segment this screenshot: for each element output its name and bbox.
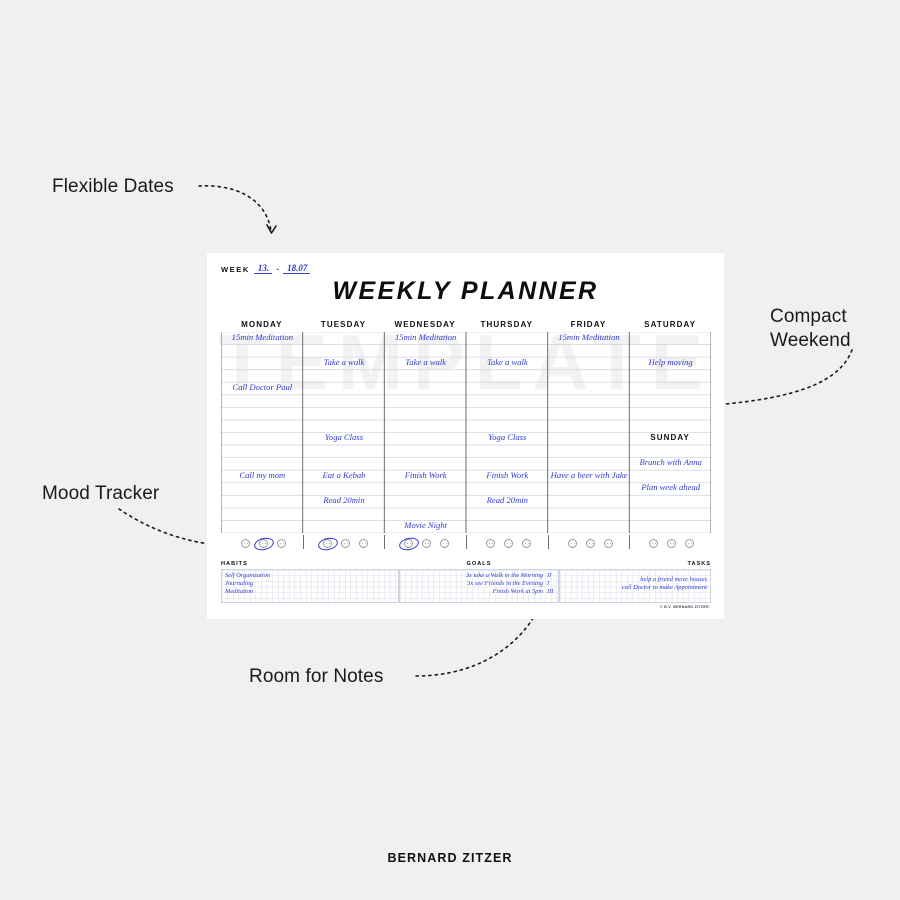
mood-face-friday-2[interactable] xyxy=(603,539,613,548)
tasks-grid[interactable] xyxy=(559,569,711,603)
mood-separator xyxy=(384,535,386,549)
entry-saturday-0[interactable]: Help moving xyxy=(648,356,693,367)
copyright-text: © B.V. BERNARD ZITZER xyxy=(659,605,709,609)
mood-group-wednesday xyxy=(398,535,450,553)
mood-face-thursday-0[interactable] xyxy=(485,539,495,548)
day-header-wednesday: WEDNESDAY xyxy=(394,320,456,329)
footer-brand: BERNARD ZITZER xyxy=(387,851,513,865)
entry-thursday-1[interactable]: Yoga Class xyxy=(488,432,527,442)
goal-item-0[interactable]: 3x take a Walk in the Morning xyxy=(465,572,543,579)
day-header-sunday: SUNDAY xyxy=(650,433,690,442)
entry-sunday-0[interactable]: Brunch with Anna xyxy=(639,457,702,468)
day-header-tuesday: TUESDAY xyxy=(320,320,367,329)
mood-separator xyxy=(302,535,304,549)
entry-friday-0[interactable]: 15min Meditation xyxy=(558,331,620,342)
week-start-field[interactable]: 13. xyxy=(253,263,273,274)
day-header-friday: FRIDAY xyxy=(570,320,607,329)
habit-item-1[interactable]: Journaling xyxy=(225,580,254,588)
entry-thursday-0[interactable]: Take a walk xyxy=(486,356,528,367)
mood-face-tuesday-0[interactable] xyxy=(322,539,332,548)
mood-group-tuesday xyxy=(316,535,368,553)
mood-group-friday xyxy=(567,539,613,548)
annotation-flexible-dates: Flexible Dates xyxy=(52,176,174,197)
week-date-row: WEEK 13. - 18.07 xyxy=(221,263,311,274)
weekly-planner-sheet: TEMPLATE WEEK 13. - 18.07 WEEKLY PLANNER… xyxy=(207,253,724,619)
mood-face-thursday-2[interactable] xyxy=(521,539,531,548)
goal-tally-1[interactable]: I xyxy=(547,580,550,588)
mood-face-tuesday-2[interactable] xyxy=(358,539,368,548)
mood-face-monday-2[interactable] xyxy=(276,539,286,548)
grid-ruled-lines xyxy=(221,332,711,533)
entry-monday-0[interactable]: 15min Meditation xyxy=(231,331,293,342)
day-header-thursday: THURSDAY xyxy=(480,320,534,329)
task-item-1[interactable]: call Doctor to make Appointment xyxy=(621,584,707,592)
habit-item-0[interactable]: Self Organization xyxy=(225,572,271,579)
entry-wednesday-2[interactable]: Finish Work xyxy=(404,469,447,480)
mood-face-wednesday-0[interactable] xyxy=(404,539,414,548)
entry-friday-1[interactable]: Have a beer with Jake xyxy=(550,469,628,480)
tasks-title: TASKS xyxy=(687,561,711,567)
goals-title: GOALS xyxy=(466,561,492,567)
annotation-compact-weekend: Compact Weekend xyxy=(770,306,851,352)
entry-monday-2[interactable]: Call my mom xyxy=(239,469,286,480)
mood-group-saturday xyxy=(649,539,695,548)
entry-tuesday-3[interactable]: Read 20min xyxy=(323,494,365,505)
mood-face-saturday-2[interactable] xyxy=(685,539,695,548)
day-headers-row: MONDAY TUESDAY WEDNESDAY THURSDAY FRIDAY SATU… xyxy=(221,320,711,329)
entry-tuesday-0[interactable]: Take a walk xyxy=(323,356,365,367)
day-header-saturday: SATURDAY xyxy=(644,320,697,329)
mood-face-monday-1[interactable] xyxy=(258,539,268,548)
mood-face-tuesday-1[interactable] xyxy=(340,539,350,548)
mood-separator xyxy=(547,535,549,549)
arrow-compact-weekend xyxy=(713,349,853,406)
mood-group-thursday xyxy=(485,539,531,548)
goal-item-2[interactable]: Finish Work at 5pm xyxy=(492,588,543,596)
mood-separator xyxy=(629,535,631,549)
mood-face-wednesday-1[interactable] xyxy=(422,539,432,548)
mood-separator xyxy=(466,535,467,549)
goal-tally-0[interactable]: II xyxy=(547,572,552,579)
mood-face-thursday-1[interactable] xyxy=(503,539,513,548)
mood-face-saturday-1[interactable] xyxy=(667,539,677,548)
entry-wednesday-1[interactable]: Take a walk xyxy=(405,356,447,367)
day-header-monday: MONDAY xyxy=(241,320,283,329)
mood-face-saturday-0[interactable] xyxy=(649,539,659,548)
entry-tuesday-1[interactable]: Yoga Class xyxy=(324,432,364,442)
goal-item-1[interactable]: 3x see Friends in the Evening xyxy=(467,580,543,588)
goals-grid[interactable] xyxy=(399,569,559,603)
entry-monday-1[interactable]: Call Doctor Paul xyxy=(232,381,293,392)
week-end-field[interactable]: 18.07 xyxy=(283,263,311,274)
mood-tracker-row xyxy=(221,535,711,555)
mood-face-friday-0[interactable] xyxy=(567,539,577,548)
bottom-sections: HABITS GOALS TASKS © B.V. BERNARD ZITZER… xyxy=(221,561,711,609)
entry-wednesday-0[interactable]: 15min Meditation xyxy=(394,331,457,342)
annotation-mood-tracker: Mood Tracker xyxy=(42,483,160,504)
watermark-template: TEMPLATE xyxy=(218,318,713,406)
mood-face-monday-0[interactable] xyxy=(240,539,250,548)
entry-wednesday-3[interactable]: Movie Night xyxy=(404,519,448,530)
mood-face-wednesday-2[interactable] xyxy=(440,539,450,548)
mood-group-monday xyxy=(240,535,286,553)
task-item-0[interactable]: help a friend move houses xyxy=(640,576,707,583)
annotation-room-for-notes: Room for Notes xyxy=(249,666,384,687)
page-title: WEEKLY PLANNER xyxy=(332,277,599,305)
goal-tally-2[interactable]: III xyxy=(547,588,554,596)
habits-grid[interactable] xyxy=(221,569,399,603)
entry-thursday-2[interactable]: Finish Work xyxy=(486,469,529,480)
habits-title: HABITS xyxy=(221,561,248,567)
arrowhead-flexible-dates xyxy=(266,224,277,234)
habit-item-2[interactable]: Meditation xyxy=(225,588,254,596)
entry-sunday-1[interactable]: Plan week ahead xyxy=(641,482,701,493)
week-label: WEEK xyxy=(221,265,250,274)
week-dash: - xyxy=(276,264,280,274)
arrow-flexible-dates xyxy=(198,185,272,232)
mood-face-friday-1[interactable] xyxy=(585,539,595,548)
entry-tuesday-2[interactable]: Eat a Kebab xyxy=(322,469,366,480)
entry-thursday-3[interactable]: Read 20min xyxy=(486,494,528,505)
